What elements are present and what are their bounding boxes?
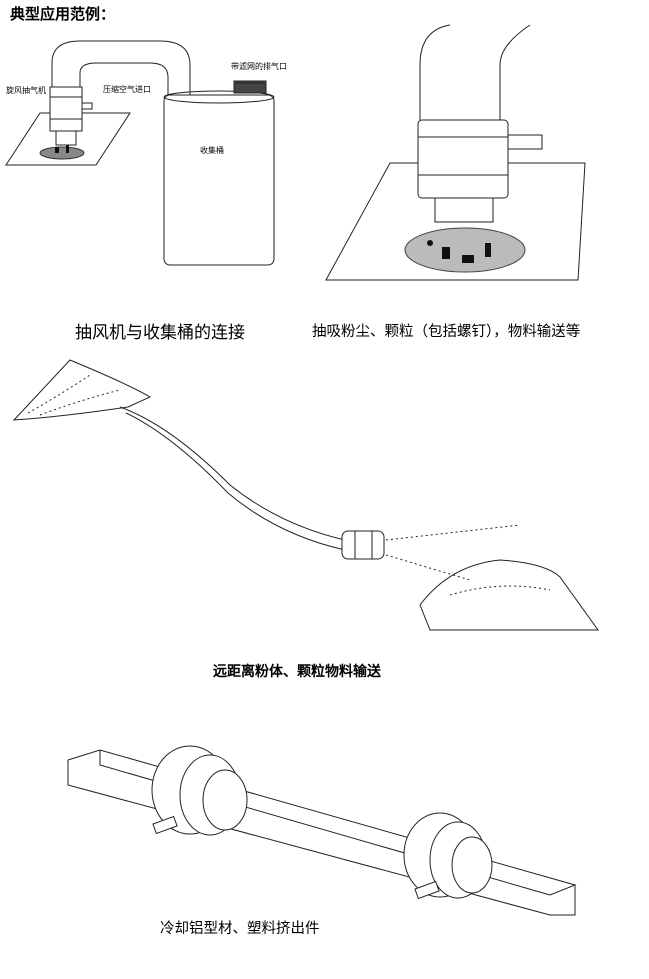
label-bucket: 收集桶 xyxy=(200,146,224,155)
suction-closeup-illustration xyxy=(325,24,586,281)
caption-figure4: 冷却铝型材、塑料挤出件 xyxy=(160,921,320,937)
long-distance-conveying-illustration xyxy=(12,359,599,631)
caption-figure2: 抽吸粉尘、颗粒（包括螺钉），物料输送等 xyxy=(312,324,581,340)
label-air-inlet: 压缩空气进口 xyxy=(103,85,151,94)
extrusion-cooling-illustration xyxy=(67,745,577,916)
label-exhaust: 带滤网的排气口 xyxy=(231,62,287,71)
caption-figure3: 远距离粉体、颗粒物料输送 xyxy=(213,664,381,680)
label-blower: 旋风抽气机 xyxy=(6,86,46,95)
blower-bucket-illustration xyxy=(5,40,275,266)
caption-figure1: 抽风机与收集桶的连接 xyxy=(75,323,245,343)
page-heading: 典型应用范例： xyxy=(10,5,116,23)
